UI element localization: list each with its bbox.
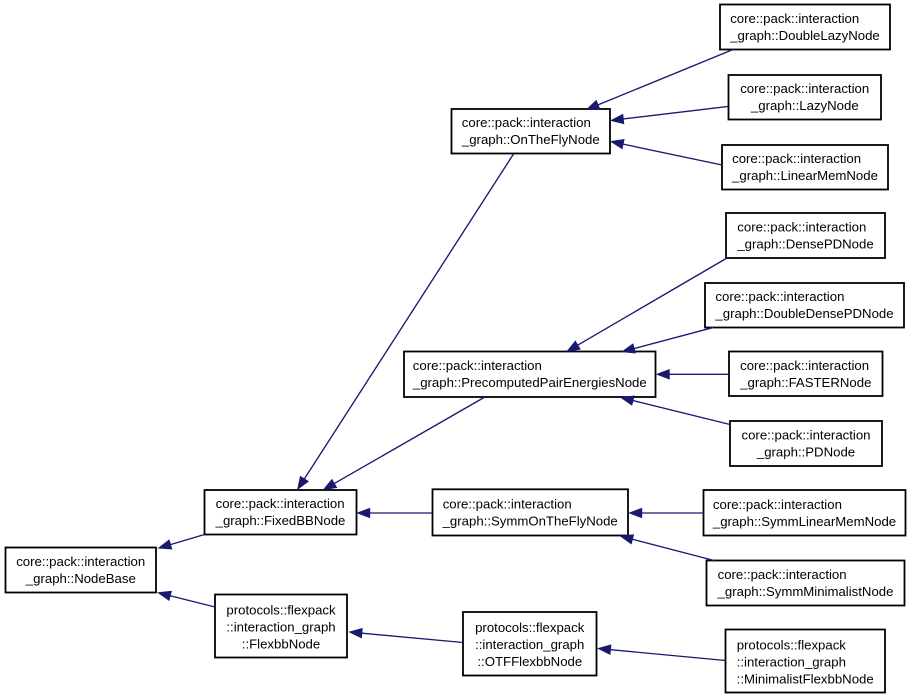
svg-text:_graph::PDNode: _graph::PDNode — [756, 445, 855, 460]
svg-text:::OTFFlexbbNode: ::OTFFlexbbNode — [477, 654, 582, 669]
svg-text:core::pack::interaction: core::pack::interaction — [16, 554, 145, 569]
svg-text:_graph::OnTheFlyNode: _graph::OnTheFlyNode — [461, 132, 600, 147]
svg-text:core::pack::interaction: core::pack::interaction — [732, 151, 861, 166]
svg-text:core::pack::interaction: core::pack::interaction — [740, 358, 869, 373]
svg-text:::interaction_graph: ::interaction_graph — [475, 637, 584, 652]
svg-text:_graph::FixedBBNode: _graph::FixedBBNode — [215, 513, 346, 528]
svg-text:core::pack::interaction: core::pack::interaction — [737, 220, 866, 235]
svg-text:protocols::flexpack: protocols::flexpack — [226, 602, 336, 617]
svg-text:_graph::LinearMemNode: _graph::LinearMemNode — [731, 168, 878, 183]
svg-text:_graph::SymmOnTheFlyNode: _graph::SymmOnTheFlyNode — [442, 513, 618, 528]
svg-text:_graph::FASTERNode: _graph::FASTERNode — [739, 375, 871, 390]
svg-text:core::pack::interaction: core::pack::interaction — [443, 496, 572, 511]
svg-text:::FlexbbNode: ::FlexbbNode — [242, 636, 320, 651]
svg-text:core::pack::interaction: core::pack::interaction — [216, 496, 345, 511]
svg-text:protocols::flexpack: protocols::flexpack — [475, 620, 585, 635]
svg-text:core::pack::interaction: core::pack::interaction — [713, 497, 842, 512]
svg-text:core::pack::interaction: core::pack::interaction — [413, 358, 542, 373]
svg-text:_graph::LazyNode: _graph::LazyNode — [750, 98, 859, 113]
svg-text:::MinimalistFlexbbNode: ::MinimalistFlexbbNode — [737, 671, 874, 686]
svg-text:core::pack::interaction: core::pack::interaction — [718, 567, 847, 582]
svg-text:core::pack::interaction: core::pack::interaction — [740, 81, 869, 96]
svg-text:_graph::SymmLinearMemNode: _graph::SymmLinearMemNode — [712, 514, 896, 529]
svg-text:_graph::DensePDNode: _graph::DensePDNode — [736, 237, 873, 252]
svg-text:_graph::DoubleLazyNode: _graph::DoubleLazyNode — [729, 28, 880, 43]
svg-text:core::pack::interaction: core::pack::interaction — [730, 11, 859, 26]
svg-text:_graph::NodeBase: _graph::NodeBase — [25, 571, 136, 586]
svg-text:_graph::DoubleDensePDNode: _graph::DoubleDensePDNode — [714, 306, 893, 321]
svg-text:_graph::SymmMinimalistNode: _graph::SymmMinimalistNode — [717, 584, 894, 599]
svg-text:_graph::PrecomputedPairEnergie: _graph::PrecomputedPairEnergiesNode — [412, 375, 647, 390]
svg-text:core::pack::interaction: core::pack::interaction — [742, 428, 871, 443]
svg-text:::interaction_graph: ::interaction_graph — [737, 654, 846, 669]
svg-text:core::pack::interaction: core::pack::interaction — [462, 115, 591, 130]
svg-text:::interaction_graph: ::interaction_graph — [226, 619, 335, 634]
svg-text:core::pack::interaction: core::pack::interaction — [715, 289, 844, 304]
svg-text:protocols::flexpack: protocols::flexpack — [737, 637, 847, 652]
